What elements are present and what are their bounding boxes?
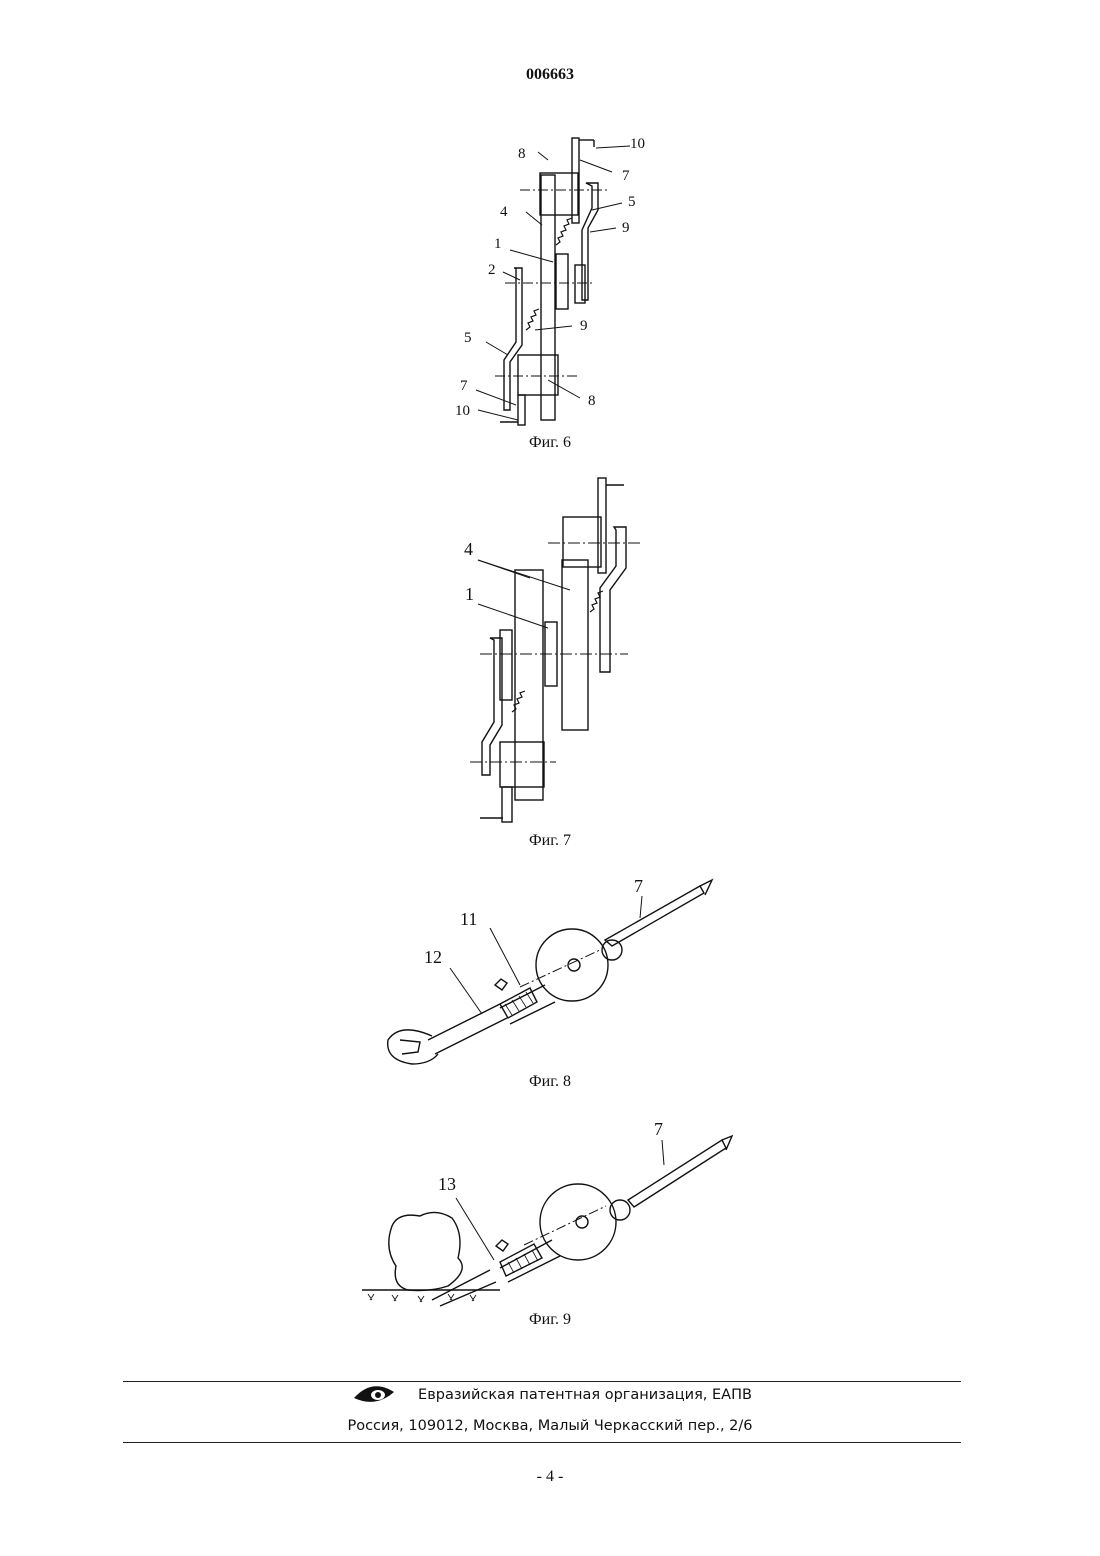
fig6-label-4: 4 bbox=[500, 204, 508, 220]
footer-address: Россия, 109012, Москва, Малый Черкасский… bbox=[0, 1418, 1100, 1434]
fig6-label-10-top: 10 bbox=[630, 136, 645, 152]
figure-6-drawing: 10 8 7 5 4 9 1 2 9 5 7 8 10 bbox=[440, 125, 660, 435]
figure-9-caption: Фиг. 9 bbox=[0, 1311, 1100, 1329]
fig6-label-2: 2 bbox=[488, 262, 496, 278]
footer-top-rule bbox=[123, 1381, 961, 1382]
figure-7-caption: Фиг. 7 bbox=[0, 832, 1100, 850]
fig9-label-13: 13 bbox=[438, 1174, 456, 1194]
fig6-label-5-top: 5 bbox=[628, 194, 636, 210]
document-number: 006663 bbox=[0, 66, 1100, 84]
fig6-label-7-top: 7 bbox=[622, 168, 630, 184]
fig6-label-8-top: 8 bbox=[518, 146, 526, 162]
fig9-label-7: 7 bbox=[654, 1119, 663, 1139]
figure-9-drawing: 7 13 bbox=[355, 1115, 740, 1310]
footer-organization: Евразийская патентная организация, ЕАПВ bbox=[0, 1387, 1100, 1403]
fig6-label-1: 1 bbox=[494, 236, 502, 252]
footer-bottom-rule bbox=[123, 1442, 961, 1443]
figure-8-drawing: 7 11 12 bbox=[380, 872, 730, 1072]
page-number: - 4 - bbox=[0, 1468, 1100, 1486]
fig8-label-11: 11 bbox=[460, 909, 477, 929]
fig7-label-4: 4 bbox=[464, 539, 473, 559]
fig6-label-7-bottom: 7 bbox=[460, 378, 468, 394]
figure-6-caption: Фиг. 6 bbox=[0, 434, 1100, 452]
fig6-label-5-bottom: 5 bbox=[464, 330, 472, 346]
fig8-label-7: 7 bbox=[634, 876, 643, 896]
fig6-label-10-bottom: 10 bbox=[455, 403, 470, 419]
fig7-label-1: 1 bbox=[465, 584, 474, 604]
fig6-label-9-bottom: 9 bbox=[580, 318, 588, 334]
fig6-label-9-top: 9 bbox=[622, 220, 630, 236]
figure-7-drawing: 4 1 bbox=[450, 470, 650, 830]
fig8-label-12: 12 bbox=[424, 947, 442, 967]
fig6-label-8-bottom: 8 bbox=[588, 393, 596, 409]
figure-8-caption: Фиг. 8 bbox=[0, 1073, 1100, 1091]
